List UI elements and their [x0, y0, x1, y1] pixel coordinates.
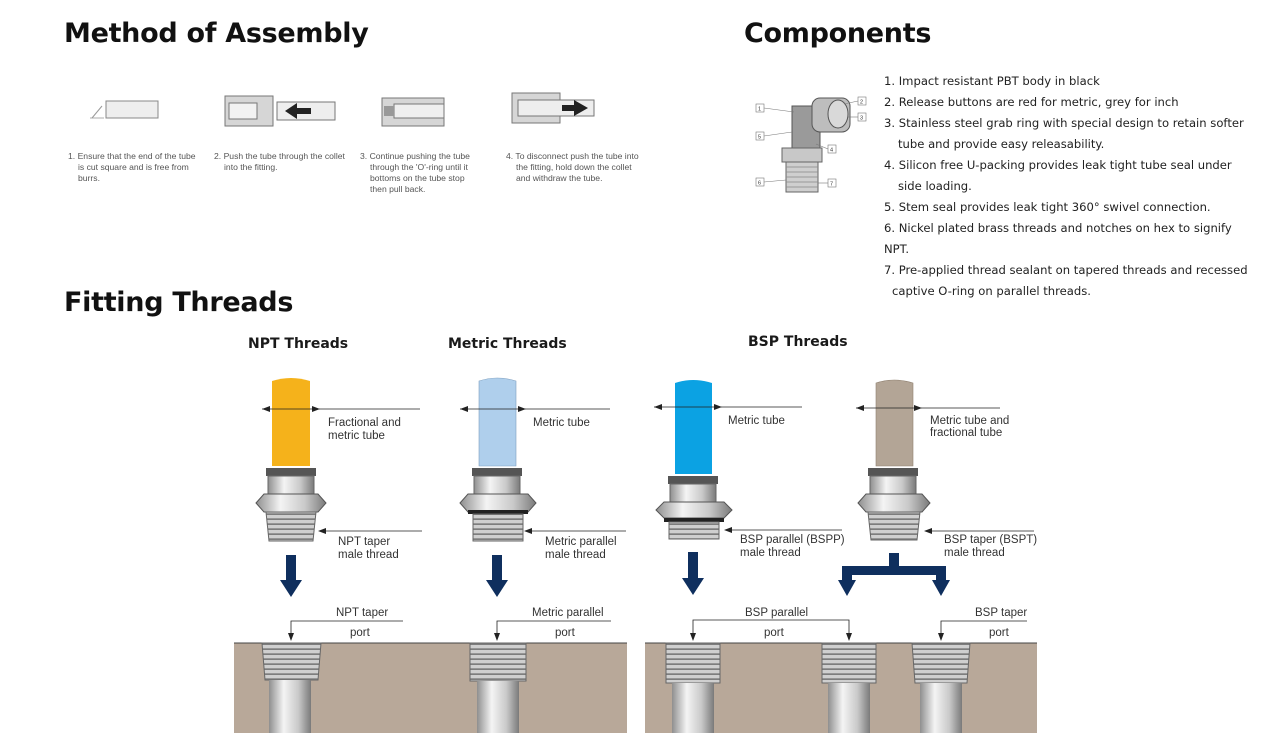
components-heading: Components — [744, 18, 932, 49]
npt-male-label-1: NPT taper — [338, 536, 390, 548]
svg-text:2: 2 — [860, 100, 863, 106]
bspp-port-label-2: port — [764, 627, 785, 639]
step2-push-illustration — [224, 95, 336, 127]
npt-tube-label-2: metric tube — [328, 430, 385, 442]
component-item-7: 7. Pre-applied thread sealant on tapered… — [884, 263, 1248, 298]
assembly-step-3: 3. Continue pushing the tube through the… — [360, 151, 470, 194]
callout-4: 4 — [827, 144, 837, 154]
bspp-port-label-1: BSP parallel — [745, 607, 808, 619]
svg-text:7: 7 — [830, 182, 833, 188]
bspp-tube-label: Metric tube — [728, 415, 785, 427]
component-item-1: 1. Impact resistant PBT body in black — [884, 74, 1100, 88]
bspt-split-arrow — [838, 553, 950, 596]
step3-continue-illustration — [381, 97, 445, 127]
method-of-assembly-heading: Method of Assembly — [64, 18, 369, 49]
assembly-illustrations — [90, 92, 595, 127]
callout-6: 6 — [755, 177, 765, 187]
component-diagram: 1 2 3 4 5 6 7 — [755, 96, 867, 193]
bsp-threads-title: BSP Threads — [748, 334, 848, 350]
metric-port-label-1: Metric parallel — [532, 607, 604, 619]
metric-port-label-2: port — [555, 627, 576, 639]
bspp-tube — [675, 380, 712, 474]
metric-male-label-1: Metric parallel — [545, 536, 617, 548]
assembly-step-2: 2. Push the tube through the collet into… — [214, 151, 345, 172]
metric-threads-title: Metric Threads — [448, 336, 567, 352]
ground-right — [645, 643, 1037, 733]
component-item-4: 4. Silicon free U-packing provides leak … — [884, 158, 1232, 193]
bspt-tube — [875, 379, 914, 467]
callout-7: 7 — [827, 178, 837, 188]
step1-tube-illustration — [90, 100, 159, 119]
bspt-tube-label-1: Metric tube and — [930, 415, 1009, 427]
metric-tube — [478, 377, 517, 467]
svg-text:6: 6 — [758, 181, 761, 187]
npt-tube-label-1: Fractional and — [328, 417, 401, 429]
metric-fitting — [459, 377, 626, 733]
bspp-down-arrow — [682, 552, 704, 595]
component-item-2: 2. Release buttons are red for metric, g… — [884, 95, 1179, 109]
bspt-tube-label-2: fractional tube — [930, 427, 1002, 439]
metric-tube-label: Metric tube — [533, 417, 590, 429]
components-list: 1. Impact resistant PBT body in black 2.… — [884, 71, 1254, 302]
metric-down-arrow — [486, 555, 508, 597]
npt-threads-title: NPT Threads — [248, 336, 348, 352]
npt-male-label-2: male thread — [338, 549, 399, 561]
npt-port-label-1: NPT taper — [336, 607, 388, 619]
component-item-3: 3. Stainless steel grab ring with specia… — [884, 116, 1244, 151]
component-item-5: 5. Stem seal provides leak tight 360° sw… — [884, 200, 1211, 214]
component-item-6: 6. Nickel plated brass threads and notch… — [884, 221, 1232, 256]
callout-1: 1 — [755, 103, 765, 113]
fitting-threads-heading: Fitting Threads — [64, 287, 294, 318]
metric-male-label-2: male thread — [545, 549, 606, 561]
bspp-fitting — [654, 380, 877, 733]
npt-down-arrow — [280, 555, 302, 597]
bspp-male-label-2: male thread — [740, 547, 801, 559]
bspt-port-label-2: port — [989, 627, 1010, 639]
svg-text:3: 3 — [860, 116, 863, 122]
callout-3: 3 — [857, 112, 867, 122]
npt-port-label-2: port — [350, 627, 371, 639]
bspt-male-label-1: BSP taper (BSPT) — [944, 534, 1037, 546]
bspt-port-label-1: BSP taper — [975, 607, 1027, 619]
svg-text:4: 4 — [830, 148, 833, 154]
npt-tube — [272, 378, 310, 466]
step4-disconnect-illustration — [511, 92, 595, 124]
assembly-step-4: 4. To disconnect push the tube into the … — [506, 151, 639, 183]
bspt-male-label-2: male thread — [944, 547, 1005, 559]
svg-text:1: 1 — [758, 107, 761, 113]
callout-5: 5 — [755, 131, 765, 141]
npt-fitting — [255, 378, 422, 733]
callout-2: 2 — [857, 96, 867, 106]
bspp-male-label-1: BSP parallel (BSPP) — [740, 534, 845, 546]
svg-text:5: 5 — [758, 135, 761, 141]
ground-left — [234, 643, 627, 733]
bspt-fitting — [838, 379, 1034, 733]
assembly-step-1: 1. Ensure that the end of the tube is cu… — [68, 151, 196, 183]
